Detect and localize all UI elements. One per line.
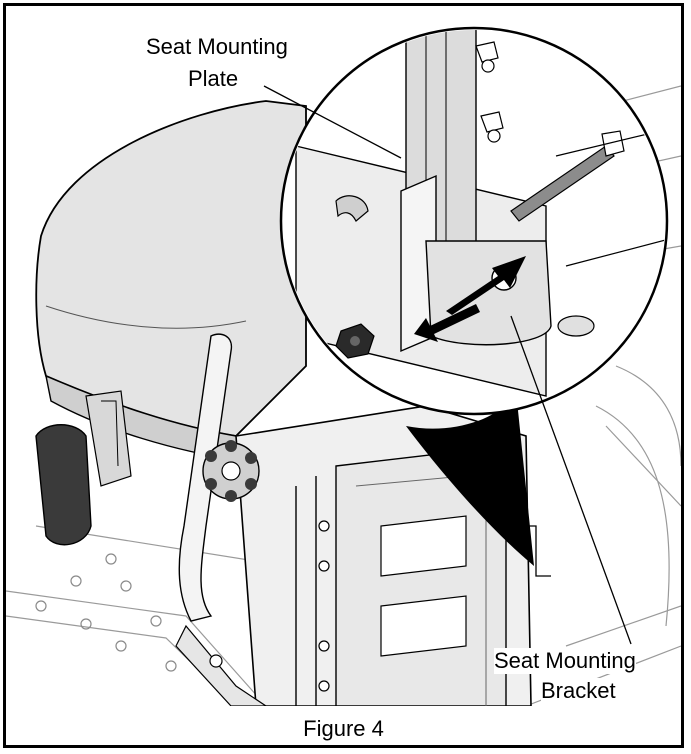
base-holes xyxy=(35,553,177,672)
armrest xyxy=(35,390,132,546)
figure-frame: Seat Mounting Plate Seat Mounting Bracke… xyxy=(3,3,684,748)
detail-callout-circle xyxy=(279,26,669,416)
seat-mounting-plate-label-line1: Seat Mounting xyxy=(146,34,288,60)
tilt-hub xyxy=(202,440,260,502)
figure-caption: Figure 4 xyxy=(303,716,384,741)
seat-mounting-plate-label-line2: Plate xyxy=(188,66,239,91)
seat-cushion xyxy=(35,100,307,462)
adjustment-arrows xyxy=(414,256,526,342)
wheelchair-seat-illustration xyxy=(6,26,681,706)
seat-mounting-bracket-label-line2: Bracket xyxy=(541,678,616,704)
detail-pointer-cone xyxy=(406,391,534,566)
leader-lines xyxy=(263,85,632,645)
seat-mounting-bracket-label-line1: Seat Mounting xyxy=(494,648,636,674)
